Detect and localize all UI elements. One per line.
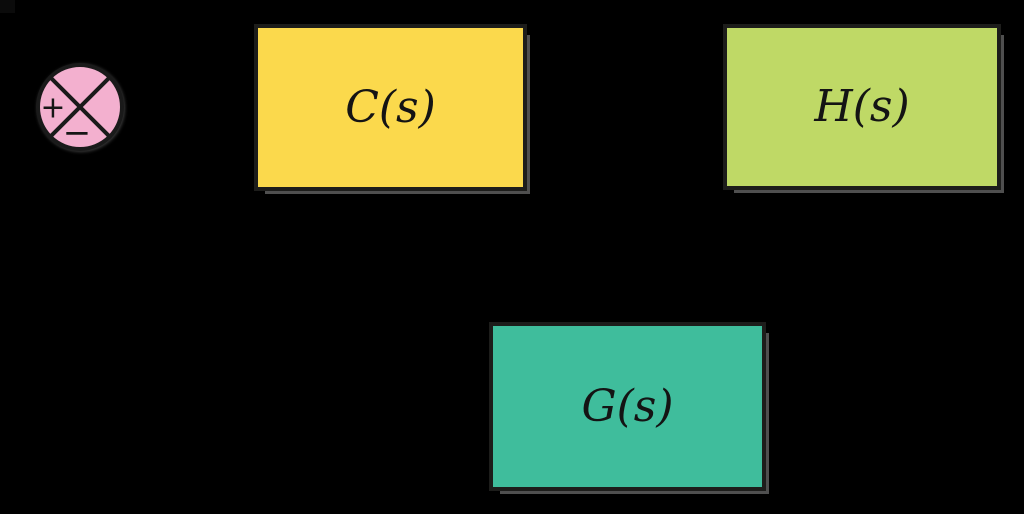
plus-sign: + xyxy=(40,91,65,126)
block-controller: C(s) xyxy=(254,24,527,191)
block-plant-label: G(s) xyxy=(581,380,674,432)
block-plant: G(s) xyxy=(489,322,766,491)
block-feedback-label: H(s) xyxy=(814,81,910,132)
summing-junction: + − xyxy=(36,63,124,153)
block-controller-label: C(s) xyxy=(345,81,436,133)
block-feedback: H(s) xyxy=(723,24,1001,190)
corner-artifact xyxy=(0,0,15,13)
cross-line-slash xyxy=(48,75,112,139)
minus-sign: − xyxy=(63,113,92,153)
